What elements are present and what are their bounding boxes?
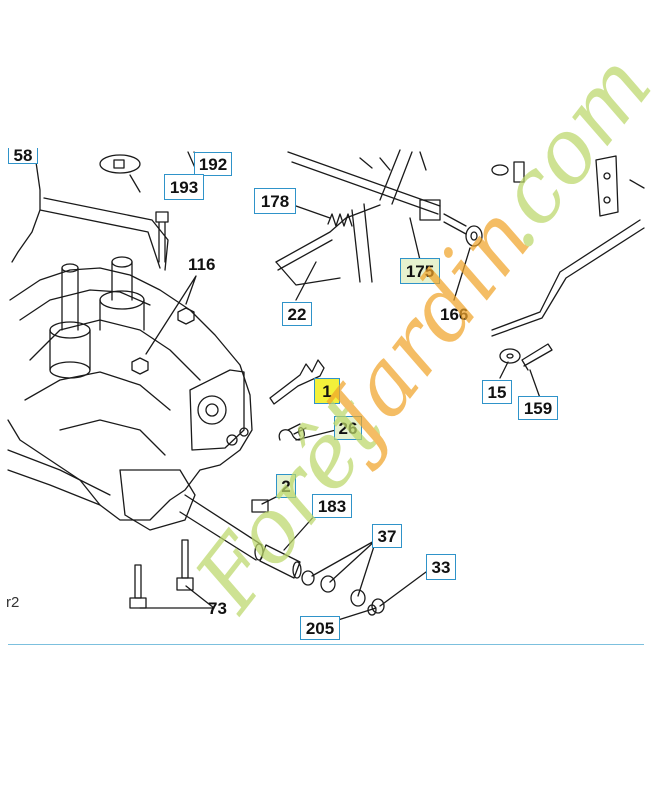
label-166: 166 (440, 305, 469, 324)
callout-178: 178 (254, 188, 296, 214)
callout-33: 33 (426, 554, 456, 580)
axle-tube (179, 494, 263, 561)
callout-37: 37 (372, 524, 402, 548)
edge-text-fragment: r2 (6, 594, 20, 611)
leader-159 (529, 369, 541, 399)
control-plate (189, 369, 245, 451)
washer-37-c (350, 589, 366, 607)
leader-166 (453, 247, 471, 301)
leader-15 (499, 361, 509, 379)
nut-116-a (177, 307, 195, 325)
pedal-shaft (287, 151, 441, 215)
bolt-193 (155, 211, 169, 263)
spring-1 (269, 359, 325, 405)
leader-37 (311, 539, 377, 597)
bolt-73-a (134, 564, 142, 599)
callout-192: 192 (194, 152, 232, 176)
leader-22 (295, 261, 317, 301)
leader-175 (409, 217, 421, 261)
washer-top (99, 154, 141, 174)
bushing-183 (259, 544, 301, 579)
callout-26: 26 (334, 416, 362, 440)
washer-166 (465, 225, 483, 247)
callout-159: 159 (518, 396, 558, 420)
bolt-73-b (181, 539, 189, 579)
transaxle-housing (7, 267, 253, 521)
washer-205 (371, 598, 385, 614)
leader-26 (295, 429, 337, 441)
callout-22: 22 (282, 302, 312, 326)
callout-183: 183 (312, 494, 352, 518)
leader-178 (295, 205, 331, 219)
linkage-rod-22 (275, 204, 381, 271)
torsion-spring-26 (278, 426, 305, 441)
leader-73 (139, 585, 215, 609)
leader-33 (379, 571, 427, 607)
washer-15 (499, 348, 521, 364)
label-73: 73 (208, 599, 227, 618)
label-116: 116 (188, 255, 216, 274)
leader-116 (145, 275, 197, 355)
bracket-top-right (595, 155, 619, 217)
control-rod-15 (491, 219, 645, 337)
washer-37-b (320, 575, 336, 593)
hairpin-159 (521, 343, 553, 371)
spring-178 (327, 213, 353, 227)
leader-205 (337, 607, 377, 621)
callout-205: 205 (300, 616, 340, 640)
seat-bracket-rod (11, 161, 41, 263)
callout-193: 193 (164, 174, 204, 200)
callout-15: 15 (482, 380, 512, 404)
callout-175: 175 (400, 258, 440, 284)
callout-1-highlighted: 1 (314, 378, 340, 404)
bottom-rule (8, 644, 644, 645)
washer-37-a (301, 570, 315, 586)
key-2 (251, 499, 269, 513)
callout-58: 58 (8, 147, 38, 164)
nut-116-b (131, 357, 149, 375)
leader-183 (283, 513, 317, 551)
input-shaft (61, 267, 79, 331)
callout-2: 2 (276, 474, 296, 498)
